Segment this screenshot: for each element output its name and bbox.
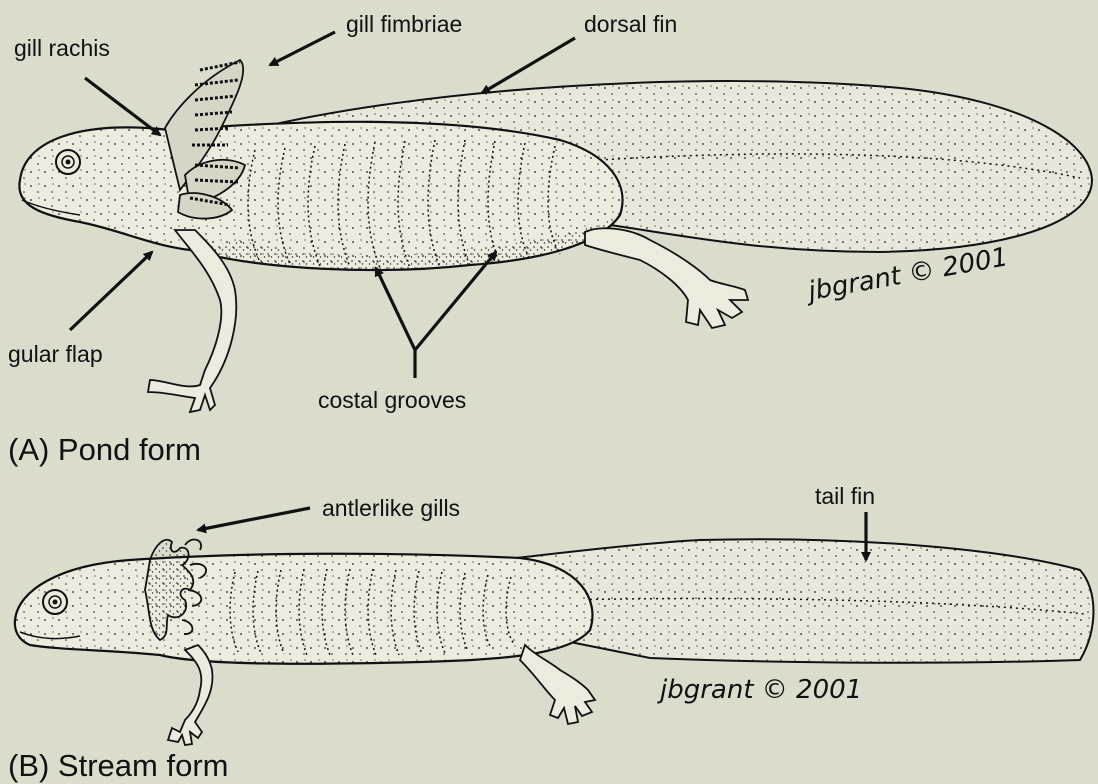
label-gill-fimbriae: gill fimbriae <box>346 11 462 37</box>
label-dorsal-fin: dorsal fin <box>584 11 677 37</box>
label-gill-rachis: gill rachis <box>14 35 110 61</box>
label-antlerlike-gills: antlerlike gills <box>322 495 460 521</box>
signature-b: jbgrant © 2001 <box>657 675 862 705</box>
label-tail-fin: tail fin <box>815 483 875 509</box>
pond-form-figure: gill rachis gill fimbriae dorsal fin gul… <box>8 11 1092 467</box>
label-costal-grooves: costal grooves <box>318 387 466 413</box>
arrow-antlerlike-gills <box>198 508 310 530</box>
stream-form-figure: antlerlike gills tail fin jbgrant © 2001… <box>8 483 1094 783</box>
caption-pond-form: (A) Pond form <box>8 432 201 467</box>
label-gular-flap: gular flap <box>8 341 103 367</box>
caption-stream-form: (B) Stream form <box>8 748 228 783</box>
stream-hind-limb <box>520 645 595 724</box>
pond-hind-limb <box>585 228 748 328</box>
pond-eye <box>56 150 80 174</box>
arrow-gular-flap <box>70 252 152 330</box>
arrow-gill-fimbriae <box>270 32 335 65</box>
arrow-dorsal-fin <box>482 38 575 93</box>
arrow-costal-groove-1 <box>376 268 415 350</box>
stream-eye <box>43 590 67 614</box>
